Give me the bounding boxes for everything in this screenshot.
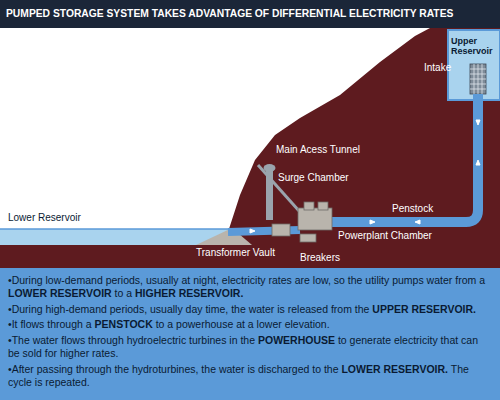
powerplant-chamber	[298, 202, 332, 230]
part-label: Transformer Vault	[196, 247, 275, 259]
part-label: Main Acess Tunnel	[276, 144, 360, 156]
water-surface	[0, 228, 240, 230]
sky-ground	[0, 28, 500, 268]
bullet-note: •It flows through a PENSTOCK to a powerh…	[8, 318, 486, 331]
upper-reservoir-outline	[448, 30, 500, 100]
part-label: Upper Reservoir	[451, 36, 497, 57]
info-panel: •During low-demand periods, usually at n…	[0, 268, 500, 400]
transformer-vault	[272, 224, 290, 236]
part-label: Intake	[424, 62, 451, 74]
penstock-pipe	[330, 94, 478, 222]
upper-reservoir-water	[448, 30, 500, 100]
bullet-note: •During high-demand periods, usually day…	[8, 303, 486, 316]
intake-structure	[470, 64, 486, 94]
title: PUMPED STORAGE SYSTEM TAKES ADVANTAGE OF…	[0, 0, 500, 28]
bullet-note: •The water flows through hydroelectric t…	[8, 334, 486, 360]
bullet-note: •During low-demand periods, usually at n…	[8, 274, 486, 300]
flow-arrows	[250, 120, 480, 233]
part-label: Powerplant Chamber	[338, 230, 432, 242]
part-label: Breakers	[300, 252, 340, 264]
part-label: Lower Reservoir	[8, 212, 81, 224]
part-label: Surge Chamber	[278, 172, 349, 184]
title-bar: PUMPED STORAGE SYSTEM TAKES ADVANTAGE OF…	[0, 0, 500, 28]
bullet-note: •After passing through the hydroturbines…	[8, 363, 486, 389]
breakers	[300, 234, 316, 242]
mountain	[0, 28, 500, 268]
part-label: Penstock	[392, 203, 433, 215]
